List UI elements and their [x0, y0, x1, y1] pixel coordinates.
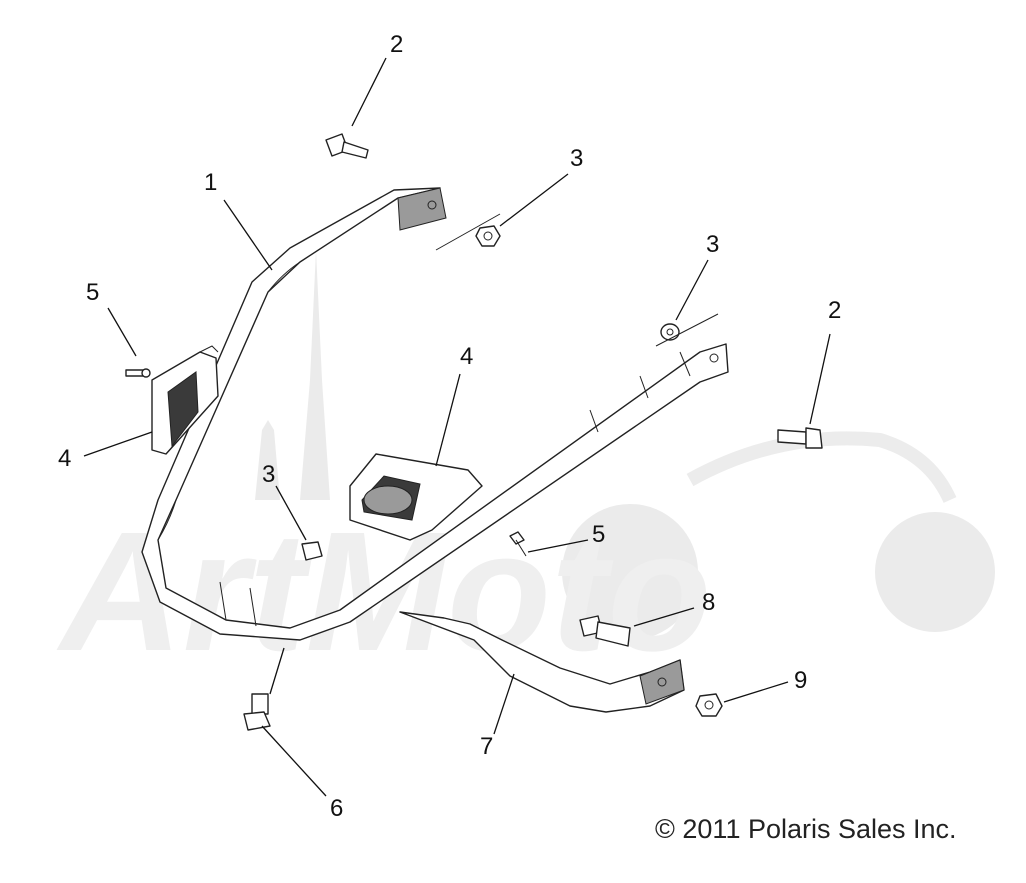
callout-3-top: 3 [570, 145, 583, 172]
part-3-nut-top [475, 225, 501, 247]
part-9-nut [695, 693, 723, 717]
callout-8: 8 [702, 589, 715, 616]
part-5-screw-left [125, 368, 151, 378]
copyright-notice: © 2011 Polaris Sales Inc. [655, 814, 957, 844]
callout-3-right: 3 [706, 231, 719, 258]
part-6-bolt [243, 693, 271, 731]
callout-3-left: 3 [262, 461, 275, 488]
callout-9: 9 [794, 667, 807, 694]
part-4-bracket-center [349, 453, 483, 541]
callout-5-left: 5 [86, 279, 99, 306]
assembly-hints [435, 213, 719, 347]
callouts: 1 2 2 3 3 3 4 4 5 5 6 7 8 9 [58, 31, 841, 822]
part-2-bolt-right [777, 427, 823, 449]
part-1-main-tube [141, 187, 729, 641]
part-5-screw-center [509, 531, 527, 557]
part-3-nut-left [301, 541, 323, 561]
callout-5-center: 5 [592, 521, 605, 548]
part-4-bracket-left [151, 345, 219, 455]
callout-2-right: 2 [828, 297, 841, 324]
callout-7: 7 [480, 733, 493, 760]
part-7-lower-tube [399, 611, 685, 713]
part-8-bolt [579, 615, 631, 647]
callout-2-top: 2 [390, 31, 403, 58]
part-2-bolt-top [325, 133, 369, 159]
callout-4-center: 4 [460, 343, 473, 370]
leader-lines [83, 57, 831, 797]
callout-6: 6 [330, 795, 343, 822]
part-3-nut-right [660, 323, 680, 341]
callout-1: 1 [204, 169, 217, 196]
callout-4-left: 4 [58, 445, 71, 472]
